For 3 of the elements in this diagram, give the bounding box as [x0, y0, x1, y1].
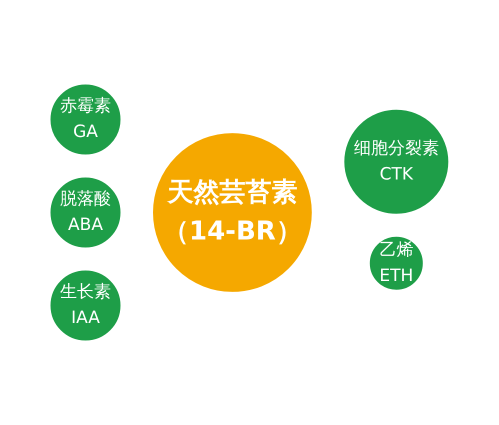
node-circle: 细胞分裂素 CTK	[341, 106, 452, 217]
node-circle: 天然芸苔素 （14-BR）	[151, 131, 314, 294]
node-circle: 乙烯 ETH	[366, 234, 426, 293]
